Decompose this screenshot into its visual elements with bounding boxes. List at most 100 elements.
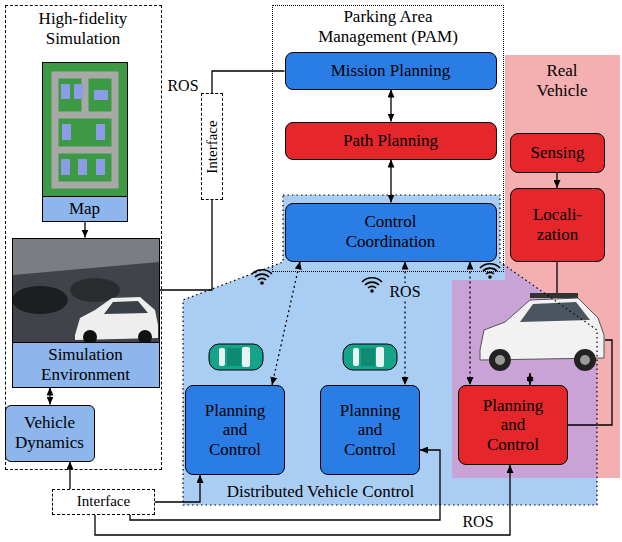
connector [390, 160, 391, 203]
real-car-picture [574, 349, 596, 371]
region-title: High-fidelity Simulation [18, 9, 148, 48]
interface-box: Interface [52, 489, 155, 514]
wifi-icon [252, 270, 272, 274]
real-car-picture [480, 293, 604, 371]
box-label: Mission Planning [331, 61, 451, 81]
box-label: Planning and Control [477, 396, 549, 455]
box-label: Planning and Control [334, 401, 406, 460]
wifi-icon [483, 268, 497, 271]
box-label: Path Planning [343, 131, 438, 151]
system-group: Parking Area Management (PAM) Mission Pla… [272, 5, 504, 272]
box-label: Planning and Control [199, 401, 271, 460]
edge-label: ROS [387, 283, 422, 301]
real-car-picture [520, 302, 590, 322]
title-holder: Distributed Vehicle Control [213, 482, 428, 502]
real-car-picture [530, 293, 578, 298]
garage-picture [13, 239, 159, 345]
box-label: Locali- zation [527, 205, 589, 244]
map-picture [55, 75, 115, 185]
region-title: Distributed Vehicle Control [213, 482, 428, 502]
process-box: Path Planning [285, 122, 497, 160]
map-picture [62, 124, 71, 140]
real-car-picture [489, 349, 511, 371]
system-group: High-fidelity SimulationMapSimulation En… [5, 5, 162, 470]
region-outline [183, 195, 597, 505]
process-box: Planning and Control [320, 385, 420, 475]
map-picture [96, 159, 105, 175]
process-box: Mission Planning [285, 52, 497, 90]
car-icon [376, 347, 384, 367]
edge-label-text: ROS [167, 77, 198, 94]
box-label: Interface [77, 493, 130, 510]
map-panel: Map [42, 62, 128, 222]
wire [529, 373, 530, 385]
process-box: Planning and Control [458, 385, 568, 465]
region-title: Parking Area Management (PAM) [308, 7, 468, 46]
connector [556, 173, 557, 188]
band-label: Simulation Environment [16, 345, 156, 384]
label-band: Map [43, 196, 127, 221]
map-picture [43, 63, 127, 198]
garage-picture [104, 301, 148, 314]
edge-label: ROS [165, 77, 200, 95]
label-band: Simulation Environment [13, 342, 159, 386]
wifi-icon [362, 278, 382, 293]
garage-picture [12, 286, 68, 314]
title-holder: Real Vehicle [527, 61, 597, 100]
wifi-icon [260, 281, 264, 285]
garage-picture [12, 239, 159, 345]
box-label: Control Coordination [331, 212, 451, 251]
garage-picture [13, 239, 159, 275]
title-holder: Parking Area Management (PAM) [308, 7, 468, 46]
wifi-icon [362, 278, 382, 282]
car-icon [242, 347, 250, 367]
car-icon [219, 348, 225, 366]
wifi-icon [365, 282, 379, 285]
map-picture [74, 84, 83, 99]
box-label: Sensing [531, 143, 585, 163]
car-icon [209, 344, 263, 370]
region-fill [183, 55, 620, 505]
edge-label-text: ROS [389, 283, 420, 300]
vertical-label: Interface [204, 120, 221, 173]
connector [95, 465, 510, 535]
wifi-icon [486, 272, 494, 274]
region-title: Real Vehicle [527, 61, 597, 100]
wifi-icon [370, 289, 374, 293]
map-picture [43, 63, 127, 198]
map-picture [61, 159, 70, 175]
process-box: Planning and Control [185, 385, 285, 475]
real-car-picture [495, 355, 505, 365]
band-label: Map [46, 199, 124, 219]
wire [568, 340, 612, 425]
connector [84, 222, 85, 238]
process-box: Vehicle Dynamics [5, 405, 95, 462]
connector [160, 200, 213, 290]
wifi-icon [258, 278, 266, 280]
interface-box: Interface [201, 93, 224, 200]
car-icon [209, 344, 263, 370]
map-picture [78, 159, 87, 175]
box-label: Vehicle Dynamics [11, 413, 89, 452]
process-box: Locali- zation [510, 188, 605, 262]
process-box: Control Coordination [285, 203, 497, 262]
map-picture [96, 124, 105, 140]
connector [69, 462, 70, 490]
wire [556, 262, 557, 293]
simulation-panel: Simulation Environment [12, 238, 160, 388]
map-picture [61, 84, 108, 175]
car-icon [361, 348, 375, 366]
car-icon [353, 348, 359, 366]
car-icon [343, 344, 397, 370]
car-icon [343, 344, 397, 370]
map-picture [94, 90, 108, 100]
wifi-icon [368, 286, 376, 288]
connector [390, 90, 391, 122]
connector [155, 475, 200, 502]
connector [212, 71, 285, 93]
connector [469, 262, 470, 386]
map-picture [61, 84, 70, 99]
wifi-icon [488, 275, 492, 279]
wifi-icon [255, 274, 269, 277]
